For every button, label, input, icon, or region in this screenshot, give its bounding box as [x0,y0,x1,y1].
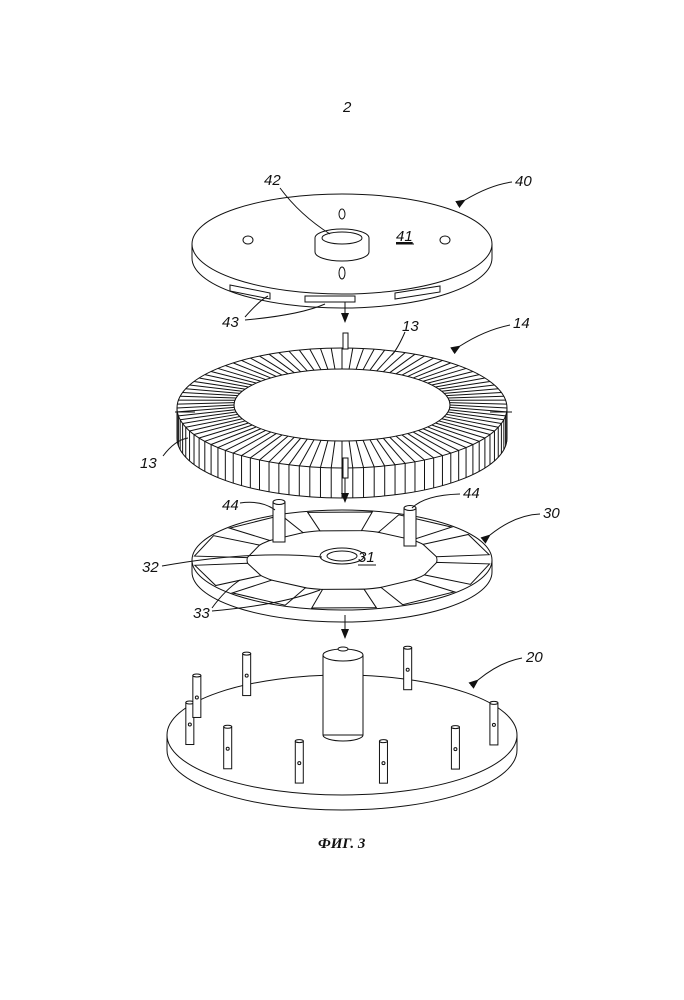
base-plate [167,646,517,810]
label-44-right: 44 [463,485,480,502]
label-14: 14 [513,315,530,332]
label-33: 33 [193,605,210,622]
label-40: 40 [515,173,532,190]
label-13-upper: 13 [402,318,419,335]
label-32: 32 [142,559,159,576]
label-13-lower: 13 [140,455,157,472]
label-41: 41 [396,228,413,245]
label-43: 43 [222,314,239,331]
label-44-left: 44 [222,497,239,514]
label-31: 31 [358,549,375,566]
label-30: 30 [543,505,560,522]
coil-ring [175,333,512,498]
label-20: 20 [525,649,543,666]
label-42: 42 [264,172,281,189]
page-number: 2 [342,99,352,116]
middle-plate [192,500,492,623]
top-plate [192,194,492,308]
figure-caption: ФИГ. 3 [318,836,366,852]
